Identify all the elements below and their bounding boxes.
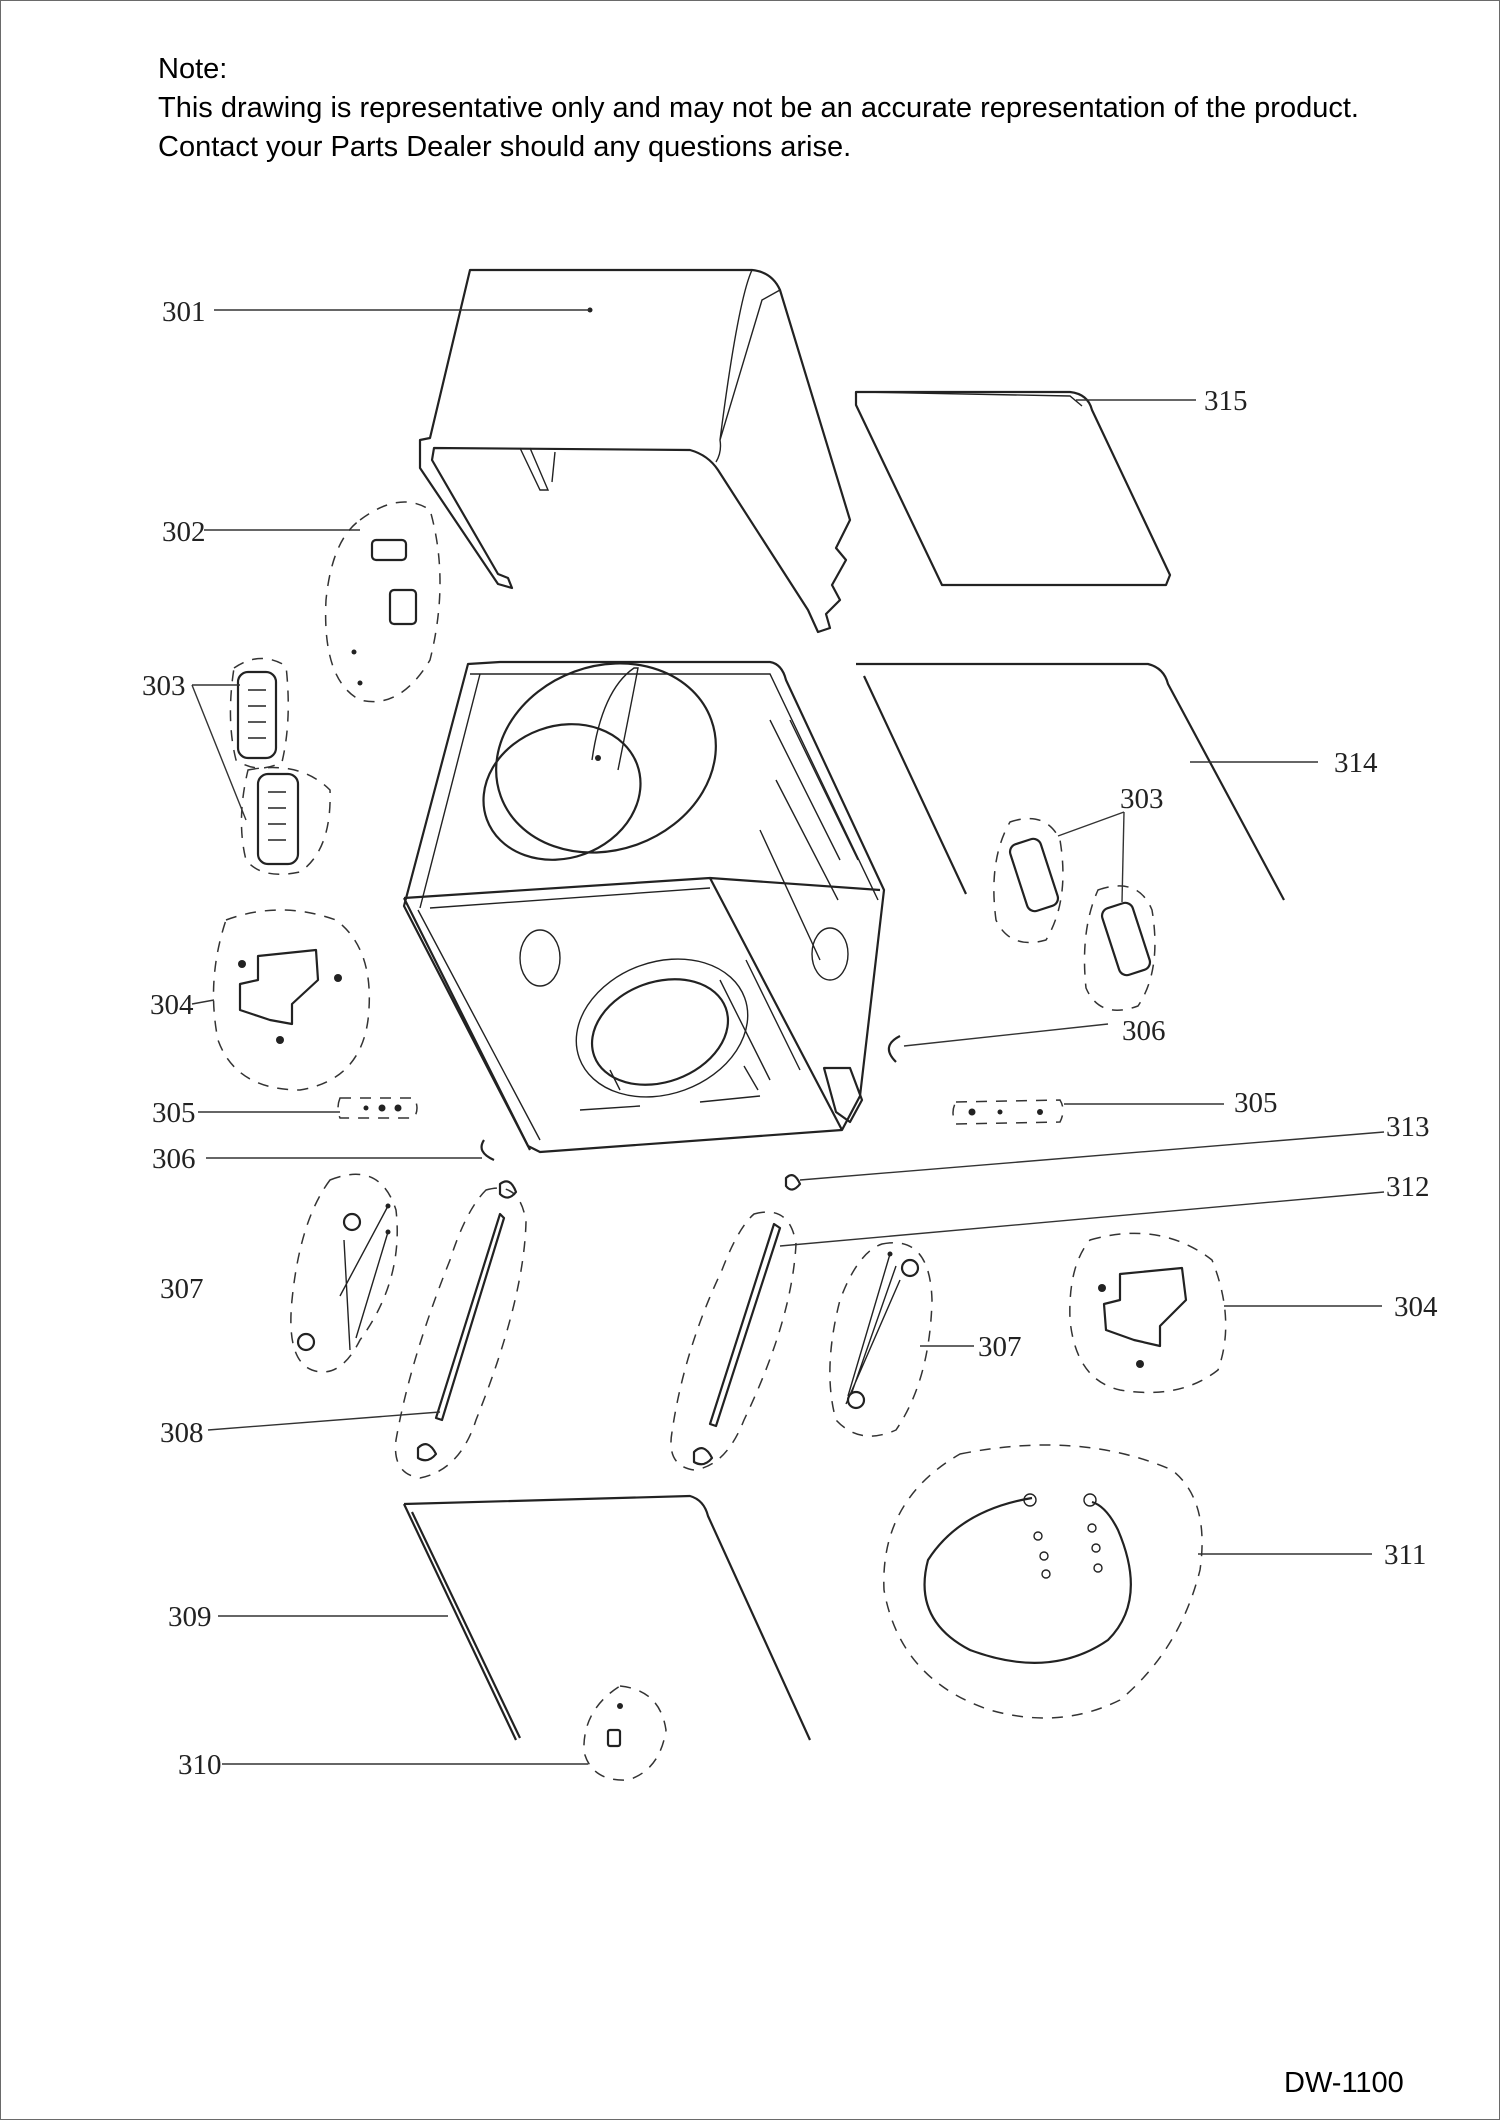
label-307-left: 307 — [160, 1273, 204, 1305]
label-310: 310 — [178, 1749, 222, 1781]
part-315-panel — [854, 390, 1172, 587]
part-309-frame — [403, 1494, 812, 1741]
label-306-left: 306 — [152, 1143, 196, 1175]
label-304-left: 304 — [150, 989, 194, 1021]
leader-303-right-b — [1121, 811, 1125, 903]
leader-303-right-a — [1057, 811, 1125, 837]
label-314: 314 — [1334, 747, 1378, 779]
label-305-right: 305 — [1234, 1087, 1278, 1119]
label-312: 312 — [1386, 1171, 1430, 1203]
label-308: 308 — [160, 1417, 204, 1449]
part-306-left-hook — [480, 1139, 495, 1162]
part-301-top-cover — [418, 268, 852, 634]
label-303-left: 303 — [142, 670, 186, 702]
label-305-left: 305 — [152, 1097, 196, 1129]
part-310-small-parts — [583, 1685, 667, 1781]
disclaimer-note: Note: This drawing is representative onl… — [158, 50, 1359, 167]
part-305-right-clip — [952, 1099, 1064, 1125]
part-312-right-rail — [670, 1211, 797, 1471]
label-301: 301 — [162, 296, 206, 328]
label-304-right: 304 — [1394, 1291, 1438, 1323]
leader-312 — [779, 1191, 1385, 1247]
part-314-frame — [856, 662, 1285, 901]
part-308-left-rail — [394, 1180, 527, 1479]
part-304-right-plate — [1069, 1232, 1227, 1394]
label-303-right: 303 — [1120, 783, 1164, 815]
note-line-1: This drawing is representative only and … — [158, 92, 1359, 124]
part-303-left-guides — [229, 657, 331, 875]
note-line-2: Contact your Parts Dealer should any que… — [158, 131, 852, 163]
part-313-clip — [784, 1174, 802, 1191]
note-heading: Note: — [158, 53, 228, 85]
leader-306-right — [903, 1023, 1109, 1047]
part-305-left-clip — [337, 1097, 418, 1119]
leader-303-left-b — [191, 684, 247, 821]
part-302-bracket-group — [324, 501, 441, 703]
leader-308 — [207, 1411, 441, 1431]
model-number: DW-1100 — [1284, 2067, 1404, 2099]
part-303-right-guides — [993, 817, 1156, 1011]
leader-304-left — [191, 999, 215, 1005]
label-307-right: 307 — [978, 1331, 1022, 1363]
part-307-right-hinge-group — [829, 1242, 933, 1437]
label-313: 313 — [1386, 1111, 1430, 1143]
part-306-right-hook — [887, 1035, 901, 1063]
label-311: 311 — [1384, 1539, 1426, 1571]
part-307-left-hinge-group — [290, 1173, 398, 1373]
part-304-left-plate — [212, 909, 371, 1091]
label-309: 309 — [168, 1601, 212, 1633]
leader-313 — [799, 1131, 1385, 1181]
label-302: 302 — [162, 516, 206, 548]
main-tub-assembly — [402, 660, 886, 1154]
part-311-seal-group — [883, 1444, 1203, 1719]
label-306-right: 306 — [1122, 1015, 1166, 1047]
label-315: 315 — [1204, 385, 1248, 417]
